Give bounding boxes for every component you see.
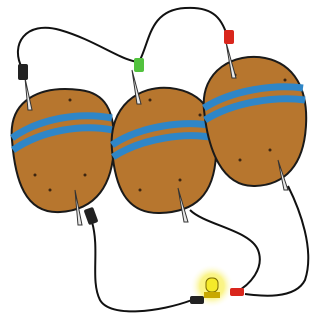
led-body	[206, 278, 218, 292]
potato-2	[112, 58, 217, 222]
potato-1	[12, 64, 114, 225]
led-base	[204, 292, 220, 298]
clip-black-1	[18, 64, 28, 80]
wire-top-right	[140, 8, 228, 60]
clip-red-led	[230, 288, 244, 296]
wire-top-left	[18, 28, 138, 68]
clip-black-2	[84, 207, 99, 225]
clip-black-led	[190, 296, 204, 304]
clip-green	[134, 58, 144, 72]
led-bulb	[190, 264, 244, 308]
clip-red	[224, 30, 234, 44]
wire-right	[245, 186, 308, 296]
wire-bottom-left	[92, 222, 192, 311]
potato-3	[204, 30, 307, 190]
